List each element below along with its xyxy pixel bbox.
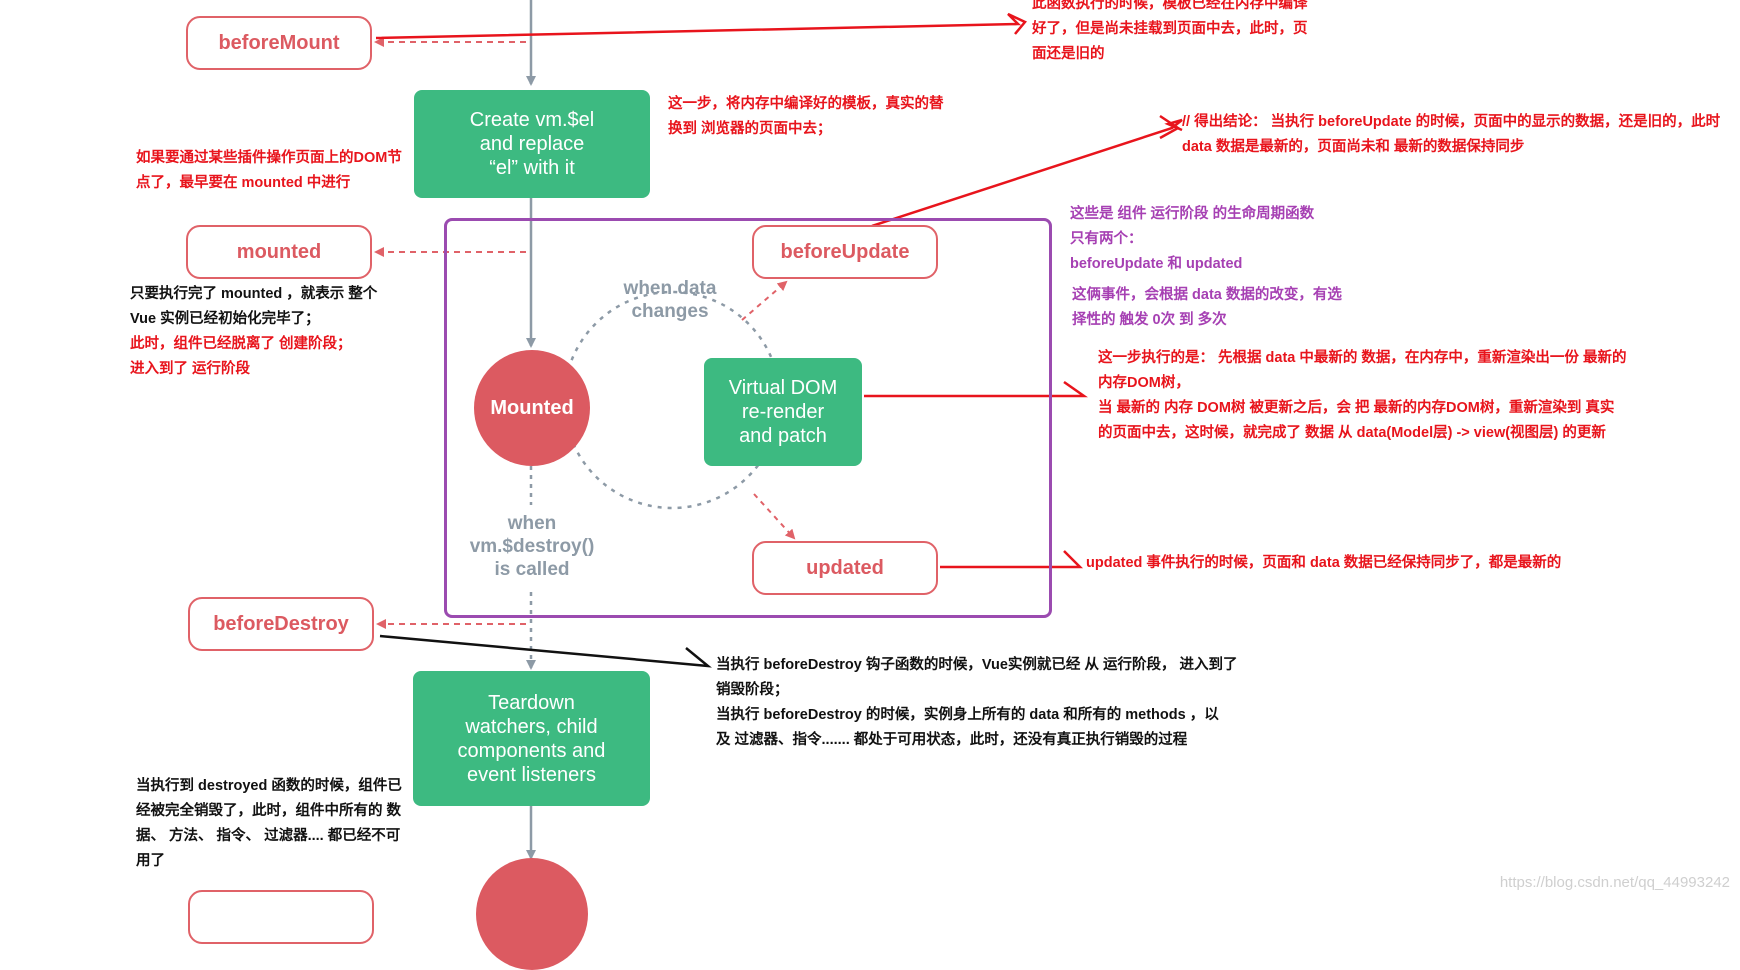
label-when-destroy: when vm.$destroy() is called — [452, 512, 612, 581]
note-line: 只有两个： — [1070, 231, 1143, 247]
label-line: when — [507, 513, 557, 534]
note-mounted: 只要执行完了 mounted ，就表示 整个 Vue 实例已经初始化完毕了； 此… — [130, 282, 377, 382]
note-line: 如果要通过某些插件操作页面上的DOM节 — [136, 150, 402, 166]
label-line: changes — [631, 301, 709, 322]
note-destroyed: 当执行到 destroyed 函数的时候，组件已 经被完全销毁了，此时，组件中所… — [136, 774, 402, 874]
note-line: data 数据是最新的，页面尚未和 最新的数据保持同步 — [1182, 139, 1525, 155]
note-line: // 得出结论： 当执行 beforeUpdate 的时候，页面中的显示的数据，… — [1182, 114, 1721, 130]
note-line: 这些是 组件 运行阶段 的生命周期函数 — [1070, 206, 1315, 222]
hook-before-destroy: beforeDestroy — [188, 597, 374, 651]
note-line: Vue 实例已经初始化完毕了； — [130, 311, 320, 327]
note-line: 换到 浏览器的页面中去； — [668, 121, 832, 137]
note-line: 据、 方法、 指令、 过滤器.... 都已经不可 — [136, 828, 401, 844]
note-updated: updated 事件执行的时候，页面和 data 数据已经保持同步了，都是最新的 — [1086, 551, 1561, 576]
note-line: 的页面中去，这时候，就完成了 数据 从 data(Model层) -> view… — [1098, 425, 1606, 441]
note-line: 好了，但是尚未挂载到页面中去，此时，页 — [1032, 21, 1308, 37]
pointer-conclusion-hook — [1159, 114, 1181, 140]
pointer-before-update — [871, 118, 1183, 228]
hook-mounted: mounted — [186, 225, 372, 279]
box-line: watchers, child — [465, 715, 598, 738]
note-line: 点了，最早要在 mounted 中进行 — [136, 175, 351, 191]
box-create-vm-el: Create vm.$el and replace “el” with it — [414, 90, 650, 198]
note-line: 进入到了 运行阶段 — [130, 361, 251, 377]
pointer-before-mount — [375, 12, 1027, 40]
hook-before-update: beforeUpdate — [752, 225, 938, 279]
note-line: 面还是旧的 — [1032, 46, 1105, 62]
note-line: updated 事件执行的时候，页面和 data 数据已经保持同步了，都是最新的 — [1086, 555, 1562, 571]
runtime-phase-frame — [444, 218, 1052, 618]
note-line: 用了 — [136, 853, 165, 869]
label-when-data-changes: when data changes — [600, 277, 740, 323]
box-line: and patch — [739, 425, 827, 447]
note-line: 此时，组件已经脱离了 创建阶段； — [130, 336, 352, 352]
note-line: 这俩事件，会根据 data 数据的改变，有选 — [1072, 287, 1342, 303]
note-before-mount: 此函数执行的时候，模板已经在内存中编译 好了，但是尚未挂载到页面中去，此时，页 … — [1032, 0, 1308, 67]
note-line: 只要执行完了 mounted ，就表示 整个 — [130, 286, 378, 302]
box-line: re-render — [741, 401, 825, 423]
note-trigger: 这俩事件，会根据 data 数据的改变，有选 择性的 触发 0次 到 多次 — [1072, 283, 1342, 333]
box-line: Teardown — [488, 691, 575, 714]
circle-mounted: Mounted — [474, 350, 590, 466]
box-virtual-dom: Virtual DOM re-render and patch — [704, 358, 862, 466]
note-line: 内存DOM树， — [1098, 375, 1190, 391]
note-line: 择性的 触发 0次 到 多次 — [1072, 312, 1227, 328]
label-line: when data — [623, 278, 717, 299]
note-line: 这一步，将内存中编译好的模板，真实的替 — [668, 96, 944, 112]
watermark: https://blog.csdn.net/qq_44993242 — [1499, 874, 1730, 891]
note-dom-plugin: 如果要通过某些插件操作页面上的DOM节 点了，最早要在 mounted 中进行 — [136, 146, 402, 196]
hook-before-mount: beforeMount — [186, 16, 372, 70]
note-line: 当执行 beforeDestroy 的时候，实例身上所有的 data 和所有的 … — [716, 707, 1219, 723]
box-line: event listeners — [467, 763, 596, 786]
note-create-el: 这一步，将内存中编译好的模板，真实的替 换到 浏览器的页面中去； — [668, 92, 944, 142]
note-line: beforeUpdate 和 updated — [1070, 256, 1243, 272]
label-line: vm.$destroy() — [469, 536, 595, 557]
pointer-before-destroy — [379, 634, 712, 668]
box-line: Virtual DOM — [728, 377, 838, 399]
pointer-virtual-dom — [864, 380, 1088, 398]
box-line: Create vm.$el — [469, 109, 595, 131]
note-line: 及 过滤器、指令....... 都处于可用状态，此时，还没有真正执行销毁的过程 — [716, 732, 1188, 748]
pointer-updated — [940, 550, 1084, 569]
note-line: 当执行到 destroyed 函数的时候，组件已 — [136, 778, 402, 794]
circle-destroyed — [476, 858, 588, 970]
note-line: 经被完全销毁了，此时，组件中所有的 数 — [136, 803, 402, 819]
note-line: 这一步执行的是： 先根据 data 中最新的 数据，在内存中，重新渲染出一份 最… — [1098, 350, 1627, 366]
box-line: “el” with it — [489, 157, 575, 179]
hook-destroyed — [188, 890, 374, 944]
note-line: 当 最新的 内存 DOM树 被更新之后，会 把 最新的内存DOM树，重新渲染到 … — [1098, 400, 1615, 416]
box-teardown: Teardown watchers, child components and … — [413, 671, 650, 806]
box-line: components and — [457, 739, 606, 762]
note-before-destroy: 当执行 beforeDestroy 钩子函数的时候，Vue实例就已经 从 运行阶… — [716, 653, 1238, 753]
label-line: is called — [494, 559, 570, 580]
note-virtual-dom: 这一步执行的是： 先根据 data 中最新的 数据，在内存中，重新渲染出一份 最… — [1098, 346, 1626, 446]
note-line: 当执行 beforeDestroy 钩子函数的时候，Vue实例就已经 从 运行阶… — [716, 657, 1238, 673]
note-conclusion: // 得出结论： 当执行 beforeUpdate 的时候，页面中的显示的数据，… — [1182, 110, 1720, 160]
note-line: 销毁阶段； — [716, 682, 789, 698]
note-line: 此函数执行的时候，模板已经在内存中编译 — [1032, 0, 1308, 12]
box-line: and replace — [479, 133, 585, 155]
hook-updated: updated — [752, 541, 938, 595]
note-runtime-hooks: 这些是 组件 运行阶段 的生命周期函数 只有两个： beforeUpdate 和… — [1070, 202, 1314, 277]
